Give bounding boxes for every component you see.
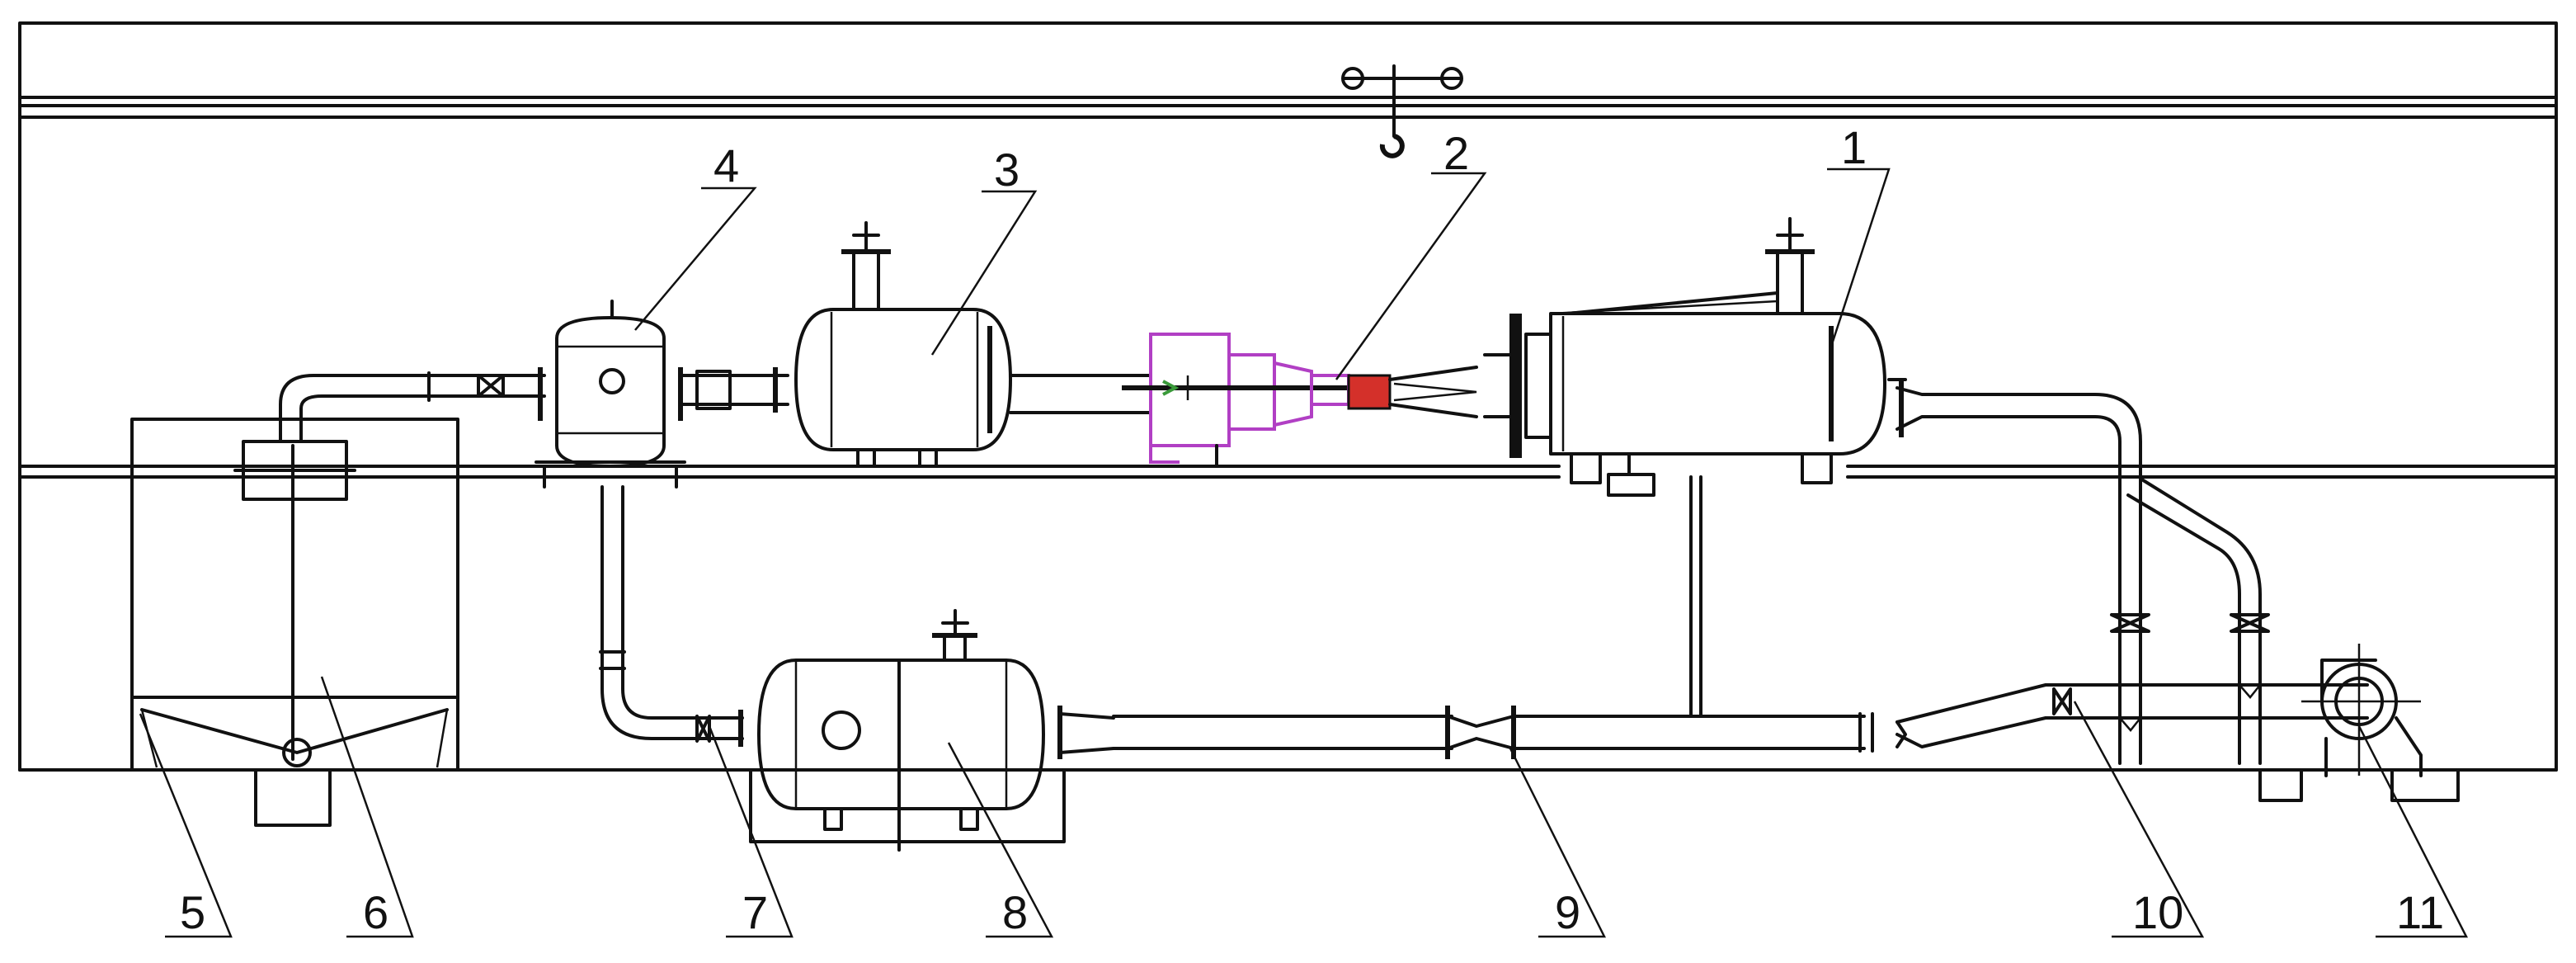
leader-lines — [139, 168, 2469, 938]
callout-10: 10 — [2132, 886, 2183, 938]
pipe-vessel1-outlet — [1887, 378, 2270, 765]
callout-labels: 1 2 3 4 5 6 7 8 9 10 11 — [180, 121, 2444, 938]
callout-9: 9 — [1555, 886, 1580, 938]
vessel-3 — [794, 221, 1012, 468]
callout-1: 1 — [1841, 121, 1867, 173]
pipe-tank-to-separator — [279, 371, 546, 443]
settling-tank — [130, 418, 459, 772]
pipe-vessel3-to-pump — [1009, 374, 1152, 414]
pump-assembly — [1122, 333, 1511, 468]
pipe-separator-to-vessel3 — [679, 367, 789, 413]
pipe-vessel8-to-pump11 — [1057, 683, 2369, 759]
callout-8: 8 — [1002, 886, 1028, 938]
callout-7: 7 — [742, 886, 768, 938]
pump-11 — [2301, 644, 2423, 777]
building-frame — [18, 21, 2558, 843]
vessel-8 — [757, 609, 1045, 852]
callout-5: 5 — [180, 886, 205, 938]
callout-2: 2 — [1443, 127, 1469, 179]
callout-11: 11 — [2396, 886, 2444, 938]
vessel-1 — [1509, 217, 1886, 497]
crane-hook-icon — [1341, 64, 1463, 158]
callout-6: 6 — [363, 886, 389, 938]
separator-vessel — [535, 300, 686, 489]
bottom-pipeline — [599, 485, 744, 747]
callout-4: 4 — [713, 139, 739, 191]
callout-3: 3 — [994, 144, 1020, 196]
